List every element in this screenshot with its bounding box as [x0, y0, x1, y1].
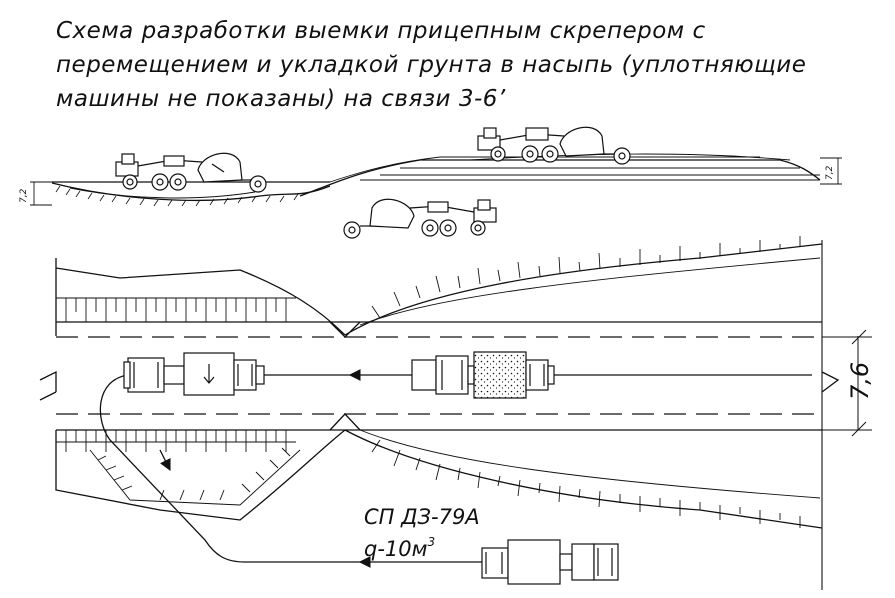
plan-scraper-hauling — [411, 351, 555, 399]
bucket-capacity-text: q-10м — [364, 537, 428, 561]
scraper-on-embankment — [477, 126, 631, 165]
title-line-3: машины не показаны) на связи 3-6’ — [56, 86, 506, 112]
road-width-dimension: 7,6 — [846, 362, 874, 400]
profile-height-dimension: 7,2 — [825, 165, 835, 180]
title-line-1: Схема разработки выемки прицепным скрепе… — [56, 18, 706, 44]
plan-scraper-returning — [481, 539, 619, 585]
plan-scraper-loading — [123, 352, 265, 396]
plan-view — [39, 236, 872, 590]
bucket-capacity-exponent: 3 — [427, 535, 435, 549]
bucket-capacity-label: q-10м3 — [364, 535, 435, 561]
title-line-2: перемещением и укладкой грунта в насыпь … — [56, 52, 807, 78]
machine-name-label: СП ДЗ-79А — [364, 505, 480, 529]
scraper-returning — [343, 198, 497, 239]
scraper-in-cut — [115, 152, 267, 193]
diagram-title: Схема разработки выемки прицепным скрепе… — [56, 14, 876, 116]
longitudinal-profile — [30, 153, 842, 207]
profile-depth-dimension: 7,2 — [19, 188, 29, 203]
scraper-movement-path — [99, 369, 812, 568]
